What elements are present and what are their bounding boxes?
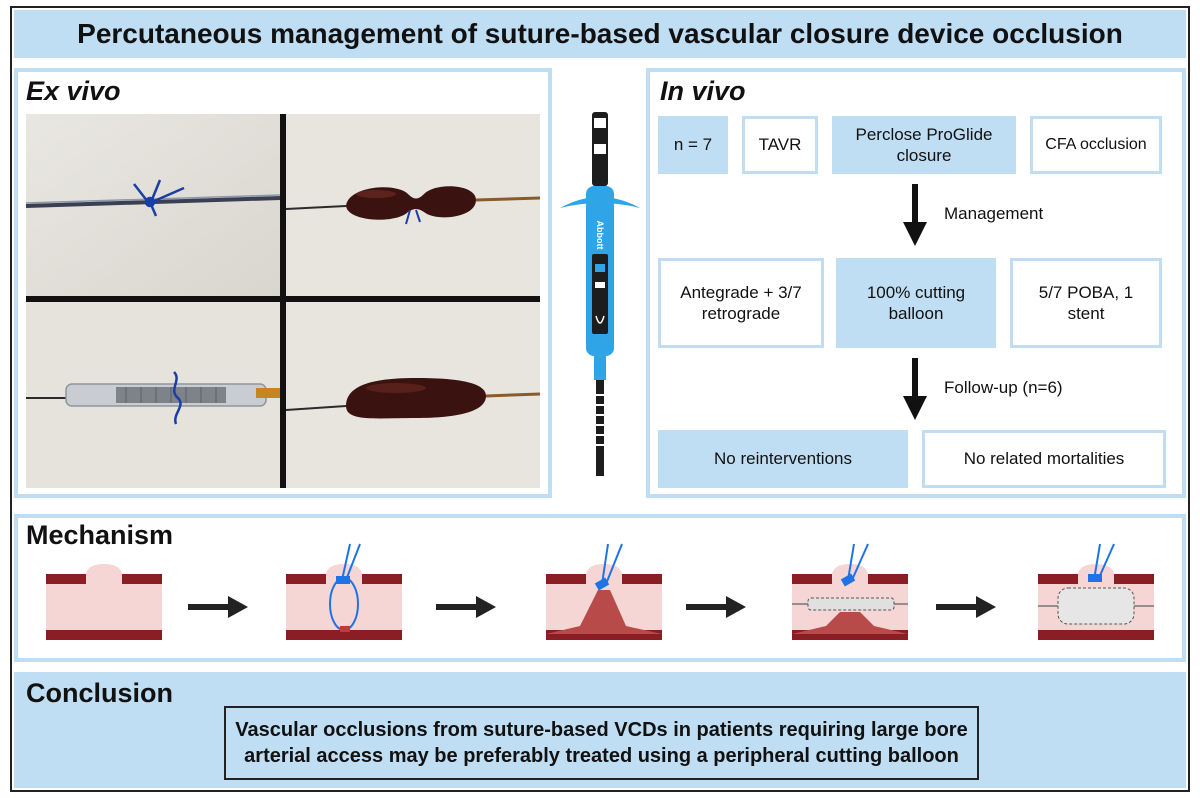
vessel-step-3	[546, 543, 662, 640]
no-reinterventions-box: No reinterventions	[658, 430, 908, 488]
perclose-device-illustration: Abbott	[556, 104, 644, 484]
no-mortalities-box: No related mortalities	[922, 430, 1166, 488]
poba-stent-box: 5/7 POBA, 1 stent	[1010, 258, 1162, 348]
vessel-step-1	[46, 564, 162, 640]
management-label: Management	[944, 204, 1044, 223]
arrow-right-icon	[436, 596, 496, 618]
conclusion-line-1: Vascular occlusions from suture-based VC…	[235, 719, 968, 741]
device-brand-label: Abbott	[595, 220, 605, 250]
cutting-balloon-box: 100% cutting balloon	[836, 258, 996, 348]
photo-suture-on-catheter	[26, 114, 280, 296]
arrow-right-icon	[188, 596, 248, 618]
photo-balloon-inflated	[286, 302, 540, 488]
cfa-occlusion-box: CFA occlusion	[1030, 116, 1162, 174]
in-vivo-title: In vivo	[660, 76, 746, 106]
conclusion-statement: Vascular occlusions from suture-based VC…	[224, 706, 979, 780]
perclose-closure-box: Perclose ProGlide closure	[832, 116, 1016, 174]
arrow-down-management	[903, 184, 927, 246]
n-count-box: n = 7	[658, 116, 728, 174]
conclusion-line-2: arterial access may be preferably treate…	[244, 745, 959, 767]
arrow-right-icon	[936, 596, 996, 618]
photo-stent-suture	[26, 302, 280, 488]
antegrade-retrograde-box: Antegrade + 3/7 retrograde	[658, 258, 824, 348]
conclusion-title: Conclusion	[26, 678, 173, 708]
photo-balloon-waist	[286, 114, 540, 296]
vessel-step-4	[792, 543, 908, 640]
mechanism-diagram	[46, 543, 1154, 640]
arrow-down-followup	[903, 358, 927, 420]
followup-label: Follow-up (n=6)	[944, 378, 1063, 397]
mechanism-title: Mechanism	[26, 520, 174, 550]
ex-vivo-title: Ex vivo	[26, 76, 121, 106]
page-title: Percutaneous management of suture-based …	[14, 10, 1186, 58]
tavr-box: TAVR	[742, 116, 818, 174]
vessel-step-5	[1038, 543, 1154, 640]
vessel-step-2	[286, 543, 402, 640]
arrow-right-icon	[686, 596, 746, 618]
ex-vivo-photo-grid	[26, 114, 540, 488]
